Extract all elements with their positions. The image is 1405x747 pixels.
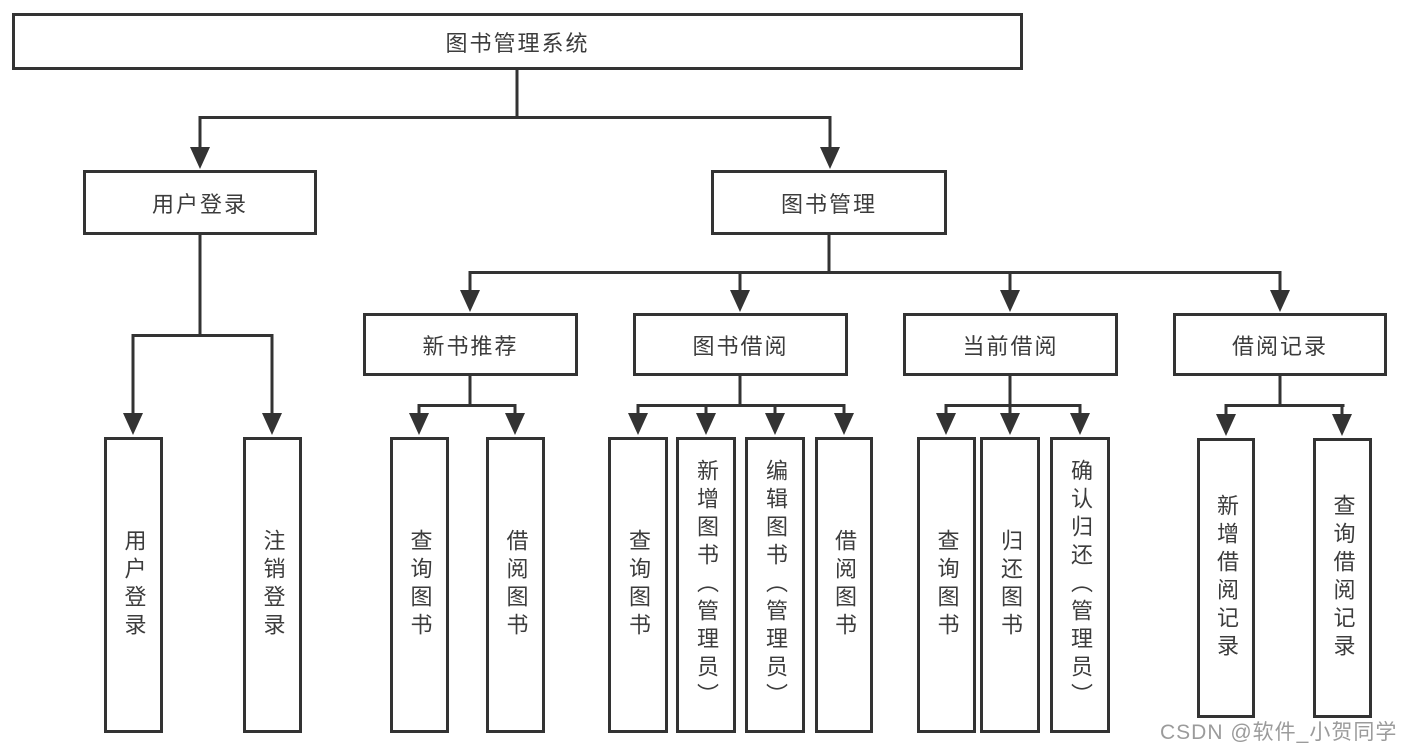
leaf-borrow-books-1: 借阅图书 [486,437,545,733]
leaf-query-books-2: 查询图书 [608,437,668,733]
leaf-user-login: 用户登录 [104,437,163,733]
leaf-confirm-return-admin: 确认归还（管理员） [1050,437,1110,733]
node-book-borrow: 图书借阅 [633,313,848,376]
node-borrow-records: 借阅记录 [1173,313,1387,376]
leaf-query-books-3: 查询图书 [917,437,976,733]
node-current-borrow: 当前借阅 [903,313,1118,376]
csdn-watermark: CSDN @软件_小贺同学 [1160,721,1398,744]
node-user-login: 用户登录 [83,170,317,235]
node-new-book-recommend: 新书推荐 [363,313,578,376]
leaf-add-borrow-record: 新增借阅记录 [1197,438,1255,718]
leaf-logout: 注销登录 [243,437,302,733]
node-book-management: 图书管理 [711,170,947,235]
node-root: 图书管理系统 [12,13,1023,70]
leaf-query-borrow-record: 查询借阅记录 [1313,438,1372,718]
leaf-borrow-books-2: 借阅图书 [815,437,873,733]
leaf-add-book-admin: 新增图书（管理员） [676,437,736,733]
leaf-query-books-1: 查询图书 [390,437,449,733]
leaf-edit-book-admin: 编辑图书（管理员） [745,437,805,733]
leaf-return-book: 归还图书 [980,437,1040,733]
